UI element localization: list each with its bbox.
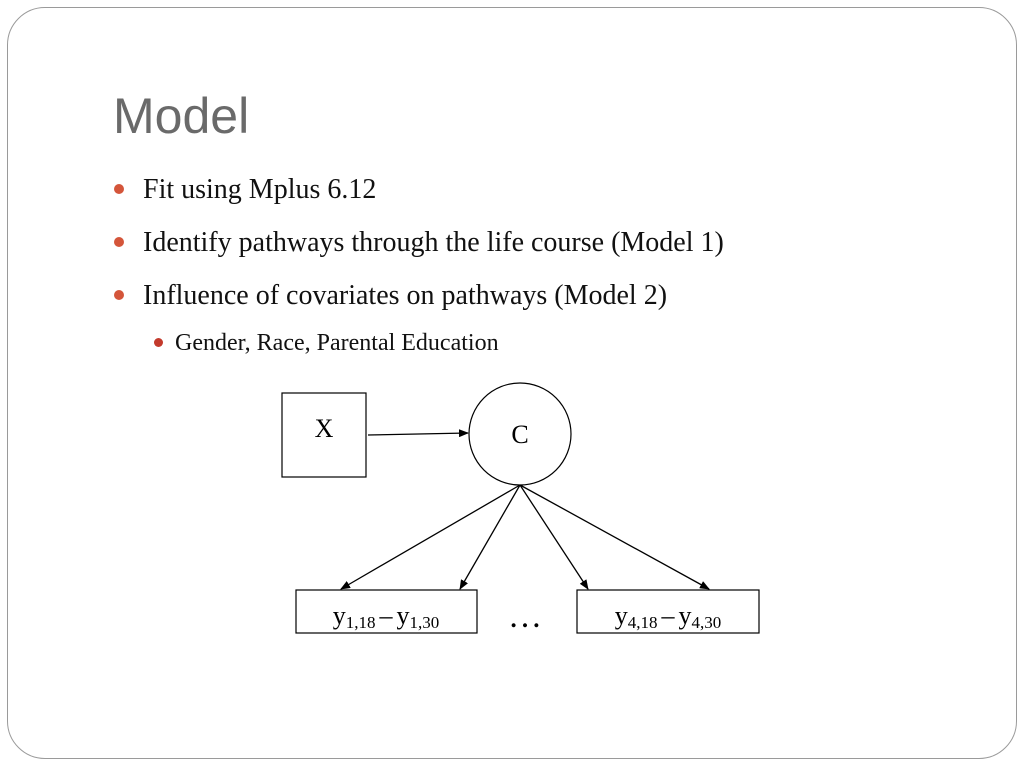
arrow-c-to-outcome bbox=[519, 484, 589, 590]
slide-frame bbox=[7, 7, 1017, 759]
bullet-text: Influence of covariates on pathways (Mod… bbox=[143, 280, 668, 311]
covariate-box bbox=[281, 392, 367, 478]
arrow-c-to-outcome bbox=[459, 484, 521, 590]
ellipsis: … bbox=[508, 598, 542, 635]
bullet-item: Influence of covariates on pathways (Mod… bbox=[114, 279, 668, 313]
covariate-label: X bbox=[315, 414, 334, 443]
arrow-c-to-outcome bbox=[340, 484, 521, 590]
bullet-dot-icon bbox=[114, 237, 124, 247]
latent-class-label: C bbox=[511, 420, 528, 449]
arrow-c-to-outcome bbox=[519, 484, 710, 590]
bullet-text: Fit using Mplus 6.12 bbox=[143, 174, 377, 205]
arrow-x-to-c bbox=[367, 429, 469, 438]
bullet-item: Fit using Mplus 6.12 bbox=[114, 173, 377, 207]
outcome-box-right bbox=[576, 589, 760, 634]
sub-bullet-item: Gender, Race, Parental Education bbox=[154, 328, 499, 358]
sub-bullet-dot-icon bbox=[154, 338, 163, 347]
bullet-item: Identify pathways through the life cours… bbox=[114, 226, 724, 260]
outcome-label-left: y1,18–y1,30 bbox=[333, 601, 440, 632]
sub-bullet-text: Gender, Race, Parental Education bbox=[175, 330, 499, 356]
outcome-label-right: y4,18–y4,30 bbox=[615, 601, 722, 632]
slide-title: Model bbox=[113, 88, 250, 144]
bullet-dot-icon bbox=[114, 290, 124, 300]
outcome-box-left bbox=[295, 589, 478, 634]
bullet-dot-icon bbox=[114, 184, 124, 194]
bullet-text: Identify pathways through the life cours… bbox=[143, 227, 724, 258]
